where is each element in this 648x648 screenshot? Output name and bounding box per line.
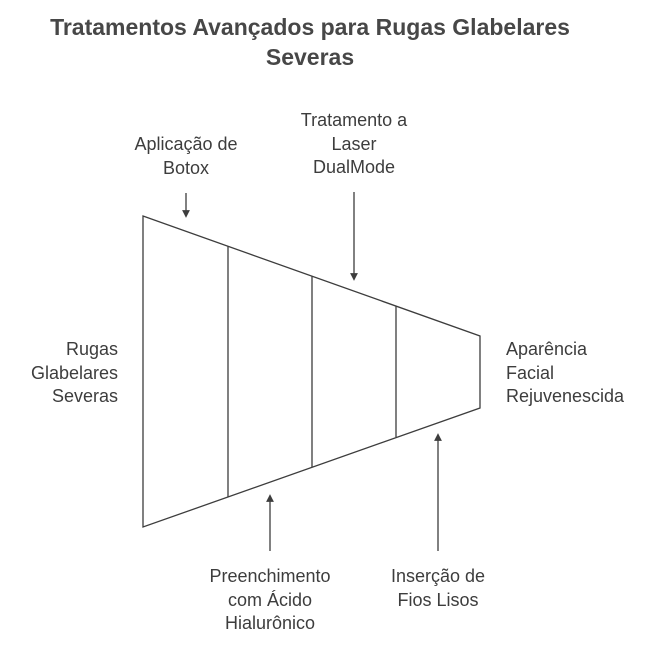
start-label-line-2: Glabelares [30, 362, 118, 383]
diagram-title-line-1: Tratamentos Avançados para Rugas Glabela… [50, 14, 570, 40]
end-label: Aparência Facial Rejuvenescida [506, 338, 646, 409]
stage-label-filler: Preenchimento com Ácido Hialurônico [190, 565, 350, 636]
stage-label-laser-line-1: Tratamento a [300, 110, 408, 130]
stage-label-threads: Inserção de Fios Lisos [368, 565, 508, 612]
stage-label-laser: Tratamento a Laser DualMode [284, 109, 424, 180]
start-label-line-1: Rugas [65, 339, 118, 359]
start-label-line-3: Severas [51, 386, 118, 406]
start-label: Rugas Glabelares Severas [8, 338, 118, 409]
stage-label-filler-line-1: Preenchimento [209, 566, 331, 586]
stage-label-laser-line-3: DualMode [312, 157, 396, 177]
stage-label-botox-line-1: Aplicação de [134, 134, 238, 154]
end-label-line-1: Aparência [506, 339, 588, 359]
stage-label-threads-line-1: Inserção de [390, 566, 486, 586]
diagram-title: Tratamentos Avançados para Rugas Glabela… [0, 12, 620, 72]
diagram-title-line-2: Severas [265, 44, 355, 70]
end-label-line-3: Rejuvenescida [506, 386, 625, 406]
end-label-line-2: Facial [506, 362, 555, 383]
stage-label-botox-line-2: Botox [162, 157, 210, 178]
stage-label-filler-line-3: Hialurônico [224, 613, 316, 633]
stage-label-botox: Aplicação de Botox [116, 133, 256, 180]
stage-label-threads-line-2: Fios Lisos [397, 589, 479, 610]
stage-label-filler-line-2: com Ácido [227, 589, 313, 610]
funnel-outline [142, 215, 481, 528]
stage-label-laser-line-2: Laser [331, 133, 377, 154]
